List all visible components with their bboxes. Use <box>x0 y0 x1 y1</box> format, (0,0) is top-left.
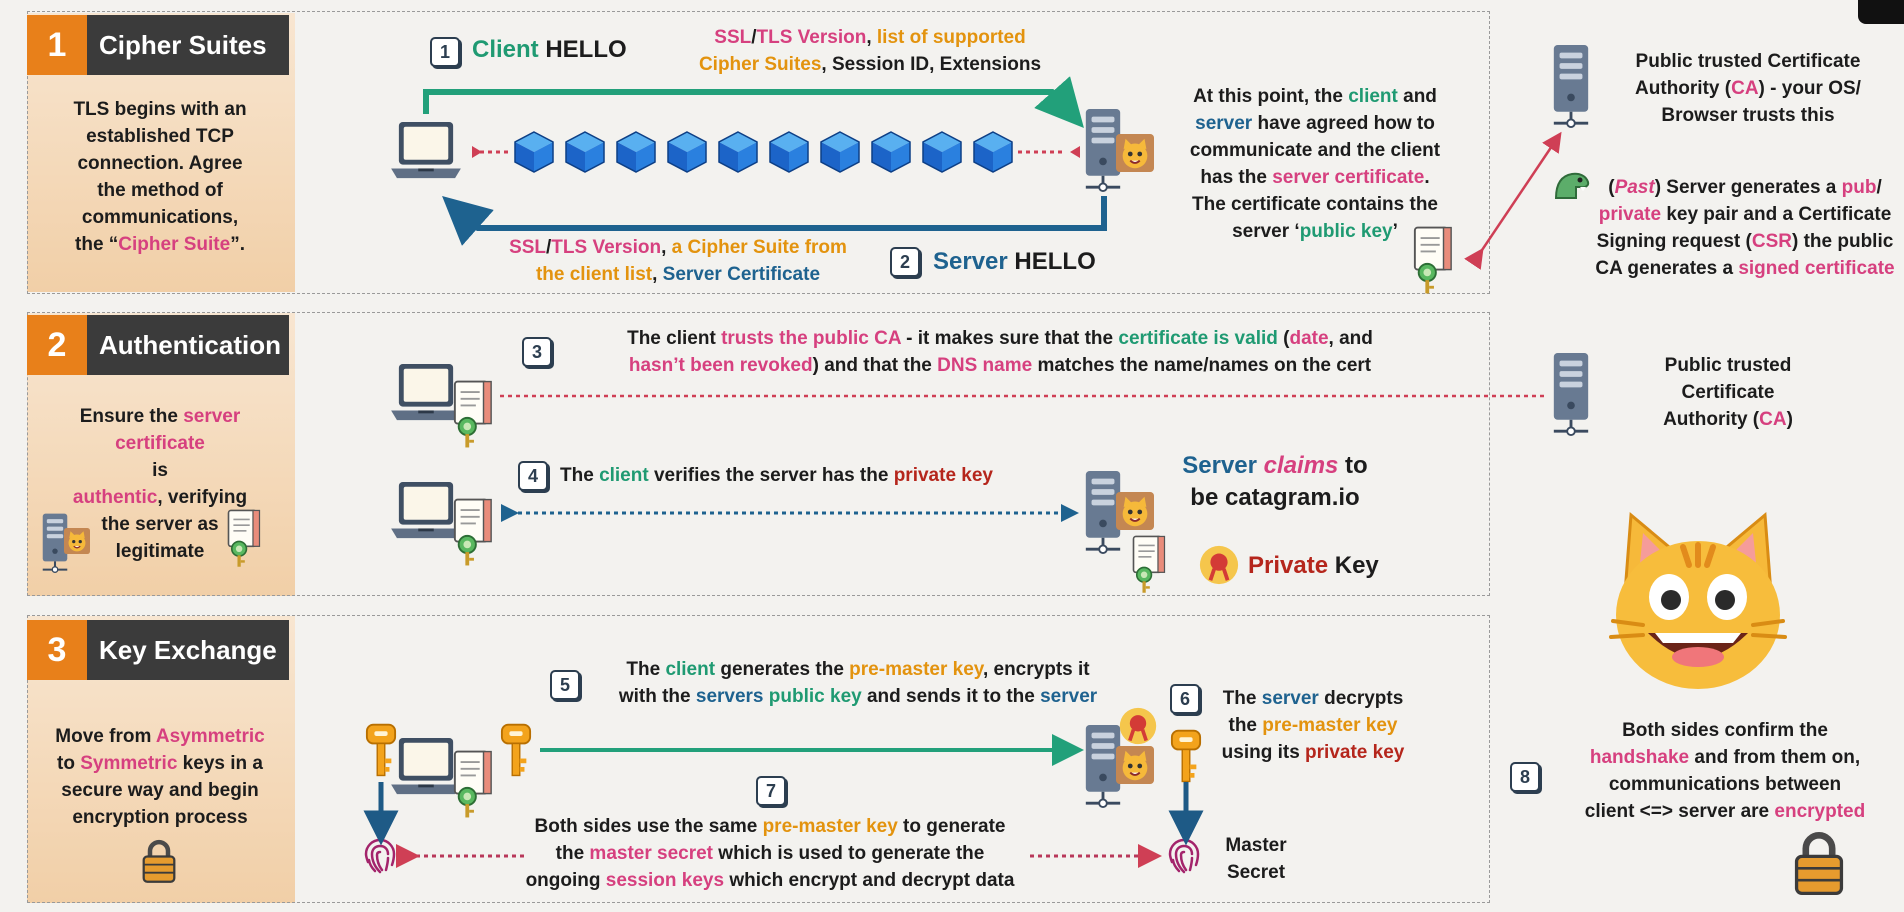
server-hello-contents: SSL/TLS Version, a Cipher Suite from the… <box>509 237 847 285</box>
cube-icon <box>971 130 1015 174</box>
private-key-label: Private Key <box>1248 552 1379 579</box>
client-laptop-icon <box>387 120 465 182</box>
certificate-icon <box>1412 224 1454 298</box>
server-claims-text: Server claims to be catagram.io <box>1182 452 1368 511</box>
section-title: Key Exchange <box>99 634 277 665</box>
server-icon <box>1550 42 1592 130</box>
fingerprint-icon <box>1164 836 1204 876</box>
server-decrypts-text: The server decrypts the pre-master key u… <box>1221 688 1405 763</box>
dinosaur-icon <box>1554 172 1590 199</box>
certificate-icon <box>452 496 494 570</box>
step-2-marker: 2 <box>890 247 920 277</box>
section-1-description: TLS begins with an established TCP conne… <box>73 99 247 255</box>
master-secret-text: Both sides use the same pre-master key t… <box>525 816 1015 891</box>
section-header-key-exchange: 3 Key Exchange <box>27 620 289 680</box>
past-csr-note: (Past) Server generates a pub/ private k… <box>1595 177 1895 279</box>
wax-seal-icon <box>1198 544 1240 586</box>
cube-icon <box>920 130 964 174</box>
certificate-icon <box>452 378 494 452</box>
cat-badge-icon <box>1116 492 1154 530</box>
step-5-marker: 5 <box>550 670 580 700</box>
certificate-icon <box>1128 534 1170 596</box>
cat-badge-icon <box>1116 134 1154 172</box>
section-2-frame <box>27 312 1490 596</box>
padlock-icon <box>141 838 177 884</box>
section-2-description: Ensure the server certificate is authent… <box>72 406 248 562</box>
cat-badge-icon <box>64 528 90 554</box>
cube-icon <box>512 130 556 174</box>
cube-icon <box>767 130 811 174</box>
ca-validation-text: The client trusts the public CA - it mak… <box>627 328 1373 376</box>
client-hello-label: Client HELLO <box>472 36 627 63</box>
private-key-check-text: The client verifies the server has the p… <box>560 465 993 486</box>
step-1-marker: 1 <box>430 37 460 67</box>
section-header-cipher-suites: 1 Cipher Suites <box>27 15 289 75</box>
step-3-marker: 3 <box>522 337 552 367</box>
section-title: Authentication <box>99 329 281 360</box>
ca-label: Public trusted Certificate Authority (CA… <box>1663 355 1793 430</box>
step-7-marker: 7 <box>756 776 786 806</box>
fingerprint-icon <box>360 836 400 876</box>
section-title: Cipher Suites <box>99 29 267 60</box>
cat-badge-icon <box>1116 746 1154 784</box>
master-secret-label: Master Secret <box>1225 835 1287 883</box>
cube-icon <box>563 130 607 174</box>
key-icon <box>500 722 532 780</box>
cube-icon <box>716 130 760 174</box>
section-3-description: Move from Asymmetric to Symmetric keys i… <box>55 726 265 828</box>
pre-master-key-text: The client generates the pre-master key,… <box>618 659 1098 707</box>
cat-emoji-icon <box>1609 511 1787 689</box>
server-icon <box>1550 350 1592 438</box>
key-icon <box>1170 728 1202 786</box>
handshake-confirm-text: Both sides confirm the handshake and fro… <box>1584 720 1866 822</box>
certificate-icon <box>452 748 494 822</box>
step-4-marker: 4 <box>518 461 548 491</box>
step-8-marker: 8 <box>1510 762 1540 792</box>
window-corner <box>1858 0 1904 24</box>
server-hello-label: Server HELLO <box>933 248 1096 275</box>
section-number: 1 <box>27 15 87 75</box>
section-header-authentication: 2 Authentication <box>27 315 289 375</box>
step-6-marker: 6 <box>1170 684 1200 714</box>
wax-seal-icon <box>1118 706 1158 746</box>
section-number: 3 <box>27 620 87 680</box>
certificate-icon <box>226 508 262 570</box>
cube-icon <box>614 130 658 174</box>
padlock-icon <box>1792 830 1846 896</box>
section-number: 2 <box>27 315 87 375</box>
cube-icon <box>665 130 709 174</box>
ca-description: Public trusted Certificate Authority (CA… <box>1635 51 1861 126</box>
section-3-frame <box>27 615 1490 903</box>
cube-icon <box>818 130 862 174</box>
cube-icon <box>869 130 913 174</box>
client-hello-contents: SSL/TLS Version, list of supported Ciphe… <box>698 27 1042 75</box>
agreement-note: At this point, the client and server hav… <box>1189 86 1441 242</box>
